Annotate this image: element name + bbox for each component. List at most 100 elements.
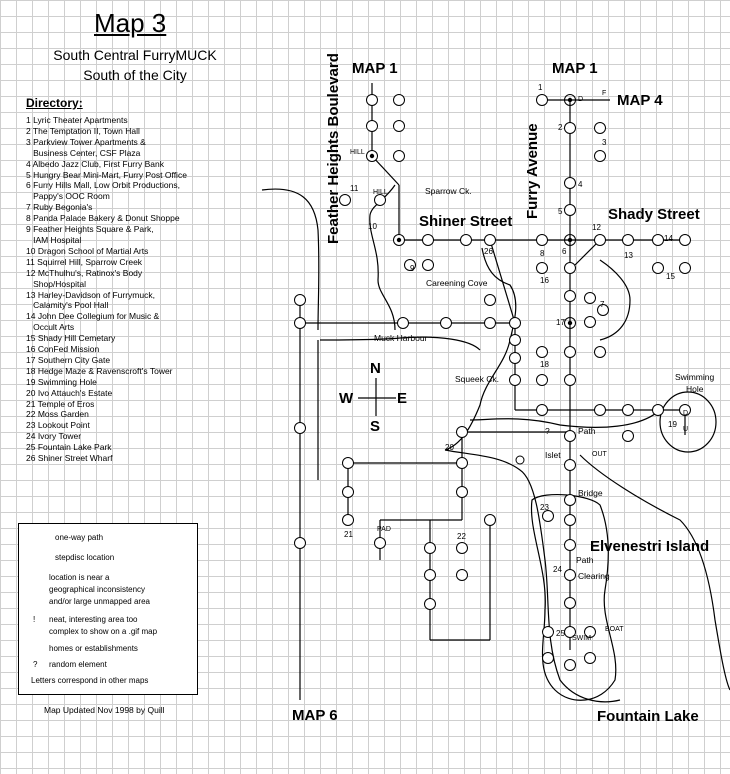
loc-6: 6 xyxy=(562,247,567,256)
directory-entry: 8 Panda Palace Bakery & Donut Shoppe xyxy=(26,213,180,224)
directory-entry: 23 Lookout Point xyxy=(26,420,90,431)
directory-entry: 17 Southern City Gate xyxy=(26,354,111,365)
loc-10: 10 xyxy=(368,222,377,231)
loc-9: 9 xyxy=(410,264,415,273)
label-question: ? xyxy=(545,426,550,436)
label-elvenestri-island: Elvenestri Island xyxy=(590,538,710,555)
directory-entry: 7 Ruby Begonia's xyxy=(26,202,93,213)
loc-17: 17 xyxy=(556,318,565,327)
loc-5: 5 xyxy=(558,207,563,216)
label-path-1: Path xyxy=(578,426,596,436)
label-boat: BOAT xyxy=(605,626,624,633)
loc-16: 16 xyxy=(540,276,549,285)
label-shiner-street: Shiner Street xyxy=(419,213,513,230)
loc-26: 26 xyxy=(484,247,493,256)
loc-24: 24 xyxy=(553,565,562,574)
island-outline xyxy=(530,494,617,701)
loc-22: 22 xyxy=(457,532,466,541)
river-squeek xyxy=(469,409,661,428)
directory-entry: 25 Fountain Lake Park xyxy=(26,442,112,453)
loc-4: 4 xyxy=(578,180,583,189)
directory-entry: 15 Shady Hill Cemetary xyxy=(26,333,116,344)
directory-entry: 21 Temple of Eros xyxy=(26,398,95,409)
label-shady-street: Shady Street xyxy=(608,206,700,223)
directory-entry: Pappy's OOC Room xyxy=(26,191,110,202)
directory-entry: 9 Feather Heights Square & Park, xyxy=(26,224,154,235)
label-hill-2: HILL xyxy=(373,189,388,196)
directory-entry: 13 Harley-Davidson of Furrymuck, xyxy=(26,289,155,300)
loc-3: 3 xyxy=(602,138,607,147)
subtitle-line-2: South of the City xyxy=(83,67,187,83)
map-updated-note: Map Updated Nov 1998 by Quill xyxy=(44,705,165,715)
legend-homes: homes or establishments xyxy=(49,644,138,653)
loc-23: 23 xyxy=(540,503,549,512)
directory-entry: 3 Parkview Tower Apartments & xyxy=(26,136,146,147)
directory-entry: 11 Squirrel Hill, Sparrow Creek xyxy=(26,256,143,267)
page-title: Map 3 xyxy=(94,8,167,38)
swimming-hole-pond xyxy=(659,391,717,453)
label-muck-harbour: Muck Harbour xyxy=(374,333,428,343)
label-dir-u: U xyxy=(683,426,689,433)
directory-entry: 10 Dragon School of Martial Arts xyxy=(26,245,149,256)
legend-random-symbol: ? xyxy=(33,660,38,669)
legend-inconsistency-2: geographical inconsistency xyxy=(49,585,146,594)
legend-inconsistency-1: location is near a xyxy=(49,573,110,582)
river-south xyxy=(444,449,621,703)
directory-entry: 26 Shiner Street Wharf xyxy=(26,453,113,464)
compass-s: S xyxy=(370,418,381,435)
legend-neat-2: complex to show on a .gif map xyxy=(49,627,158,636)
compass-w: W xyxy=(339,390,354,407)
label-swim: SWIM xyxy=(572,635,592,642)
label-islet: Islet xyxy=(545,450,561,460)
loc-1: 1 xyxy=(538,83,543,92)
legend-neat-symbol: ! xyxy=(33,615,36,624)
label-path-2: Path xyxy=(576,555,594,565)
directory-heading: Directory: xyxy=(26,96,83,110)
directory-entry: 20 Ivo Attauch's Estate xyxy=(26,387,113,398)
label-careening-cove: Careening Cove xyxy=(426,278,488,288)
label-swimming-hole-1: Swimming xyxy=(675,372,715,382)
river-feather xyxy=(369,184,396,331)
label-map6: MAP 6 xyxy=(292,707,338,724)
compass-e: E xyxy=(397,390,408,407)
legend-random: random element xyxy=(49,660,107,669)
east-shore xyxy=(579,454,730,691)
legend-neat-1: neat, interesting area too xyxy=(49,615,138,624)
label-swimming-hole-2: Hole xyxy=(686,384,704,394)
loc-11: 11 xyxy=(350,184,359,193)
shady-hill-shore xyxy=(599,259,631,341)
directory-entry: 24 Ivory Tower xyxy=(26,431,82,442)
directory-entry: 5 Hungry Bear Mini-Mart, Furry Post Offi… xyxy=(26,169,187,180)
directory-entry: 12 McThulhu's, Ratinox's Body xyxy=(26,267,143,278)
label-furry-avenue: Furry Avenue xyxy=(524,123,541,219)
label-feather-heights: Feather Heights Boulevard xyxy=(325,53,342,244)
compass-n: N xyxy=(370,360,381,377)
legend-inconsistency-3: and/or large unmapped area xyxy=(49,597,150,606)
shoreline-harbour xyxy=(319,336,481,351)
label-hill-1: HILL xyxy=(350,149,365,156)
directory-entry: 22 Moss Garden xyxy=(26,409,89,420)
legend-stepdisc: stepdisc location xyxy=(55,553,115,562)
label-out: OUT xyxy=(592,451,607,458)
label-pad: PAD xyxy=(377,526,391,533)
label-dir-f: F xyxy=(602,90,607,97)
loc-13: 13 xyxy=(624,251,633,260)
loc-15: 15 xyxy=(666,272,675,281)
directory-entry: 6 Furry Hills Mall, Low Orbit Production… xyxy=(26,180,180,191)
directory-entry: IAM Hospital xyxy=(26,234,82,245)
label-map1-left: MAP 1 xyxy=(352,60,398,77)
legend-one-way: one-way path xyxy=(55,533,104,542)
directory-entry: Shop/Hospital xyxy=(26,278,87,289)
directory-entry: 2 The Temptation II, Town Hall xyxy=(26,125,140,136)
label-dir-d2: D xyxy=(683,410,689,417)
directory-entry: Business Center, CSF Plaza xyxy=(26,147,141,158)
loc-14: 14 xyxy=(664,234,673,243)
label-map4: MAP 4 xyxy=(617,92,663,109)
shoreline-west xyxy=(261,188,320,331)
loc-21: 21 xyxy=(344,530,353,539)
legend-letters: Letters correspond in other maps xyxy=(31,676,149,685)
label-sparrow-ck: Sparrow Ck. xyxy=(425,186,472,196)
legend-box: one-way path stepdisc location location … xyxy=(18,523,198,695)
